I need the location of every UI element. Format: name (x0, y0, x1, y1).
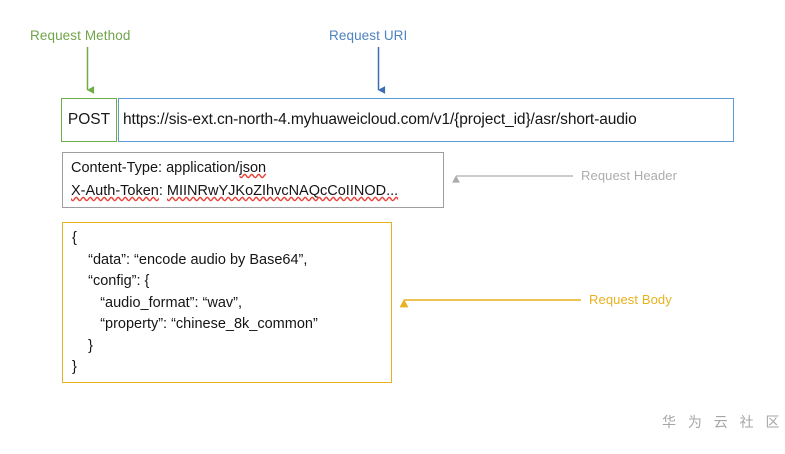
json-line-close-inner-brace: } (72, 337, 93, 354)
json-line-audio-format: “audio_format”: “wav”, (72, 294, 243, 311)
header-content-type-value: json (239, 160, 267, 176)
label-request-method: Request Method (30, 28, 131, 43)
json-line-config: “config”: { (72, 273, 150, 289)
request-uri-box: https://sis-ext.cn-north-4.myhuaweicloud… (118, 98, 734, 142)
header-x-auth-token-value: MIINRwYJKoZIhvcNAQcCoIINOD... (166, 183, 399, 199)
request-header-box: Content-Type: application/json X-Auth-To… (62, 152, 444, 208)
request-uri-value: https://sis-ext.cn-north-4.myhuaweicloud… (123, 111, 637, 128)
header-line-x-auth-token: X-Auth-Token: MIINRwYJKoZIhvcNAQcCoIINOD… (71, 180, 443, 203)
label-request-header: Request Header (581, 168, 678, 183)
header-x-auth-token-name: X-Auth-Token (71, 183, 159, 199)
json-line-open-brace: { (72, 230, 77, 246)
header-colon-separator: : (158, 183, 167, 199)
watermark-huawei-cloud-community: 华 为 云 社 区 (662, 414, 784, 430)
request-method-value: POST (67, 111, 111, 128)
header-line-content-type: Content-Type: application/json (71, 157, 443, 180)
label-request-uri: Request URI (329, 28, 408, 43)
json-line-close-brace: } (72, 359, 77, 375)
json-line-data: “data”: “encode audio by Base64”, (72, 251, 308, 268)
request-body-box: { “data”: “encode audio by Base64”, “con… (62, 222, 392, 383)
header-content-type-name: Content-Type: application/ (71, 160, 240, 176)
json-line-property: “property”: “chinese_8k_common” (72, 316, 318, 332)
label-request-body: Request Body (589, 292, 672, 307)
request-method-box: POST (61, 98, 117, 142)
